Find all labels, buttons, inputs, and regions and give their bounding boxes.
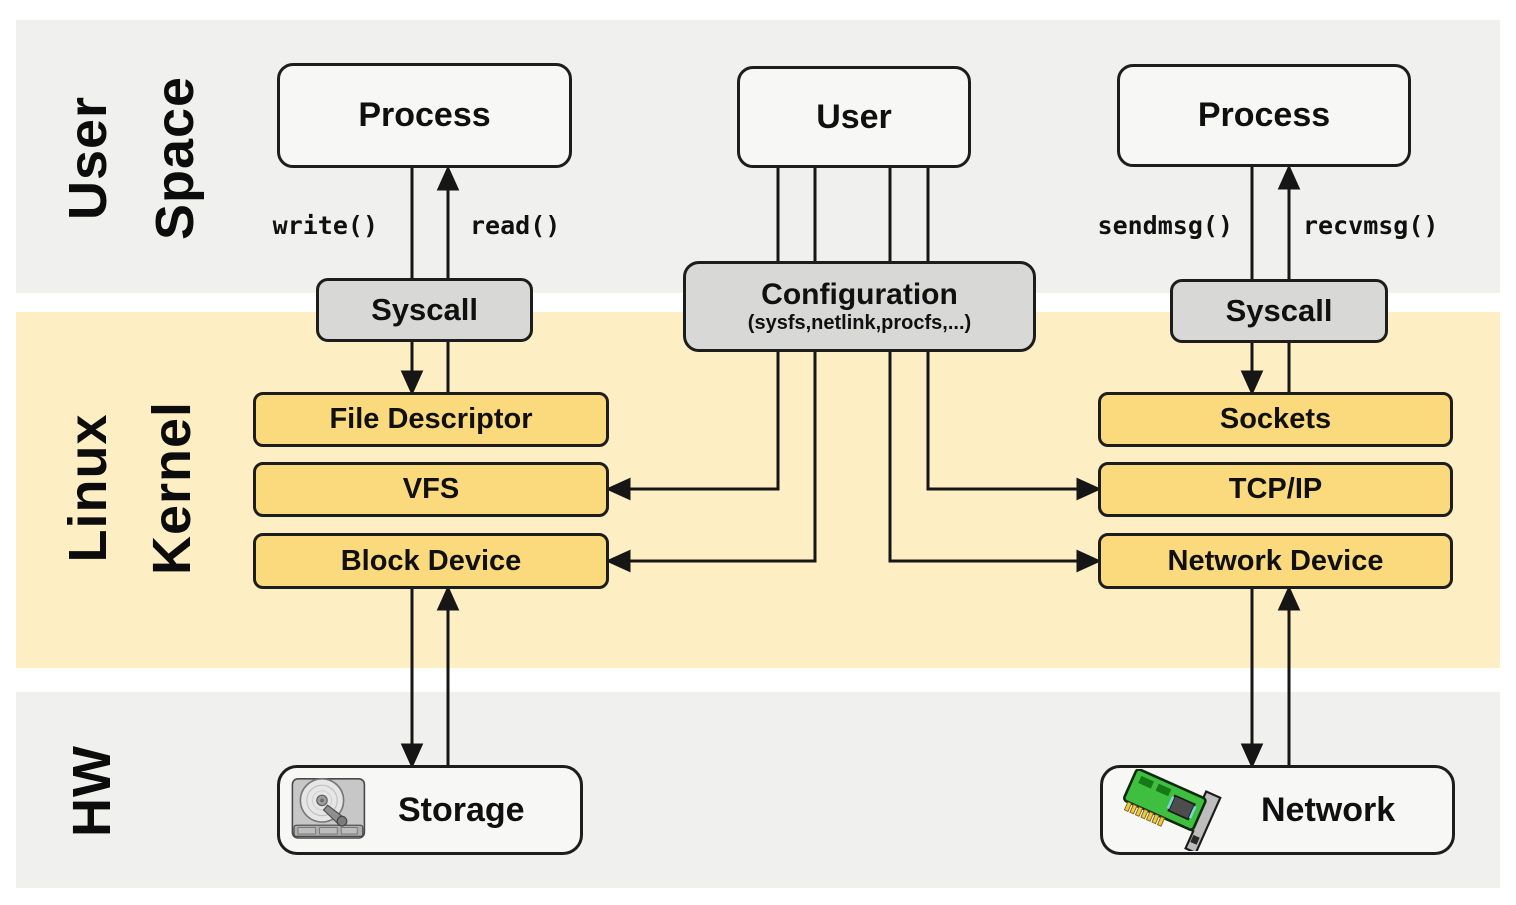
configuration-title: Configuration <box>761 277 958 311</box>
sockets-box: Sockets <box>1098 392 1453 447</box>
configuration-box: Configuration (sysfs,netlink,procfs,...) <box>683 261 1036 352</box>
network-interface-card-icon <box>1117 769 1229 851</box>
process-right-box: Process <box>1117 64 1411 167</box>
syscall-left-box: Syscall <box>316 278 533 342</box>
process-left-box: Process <box>277 63 572 168</box>
file-descriptor-box: File Descriptor <box>253 392 609 447</box>
hard-disk-drive-icon <box>290 774 370 846</box>
user-box: User <box>737 66 971 168</box>
syscall-right-box: Syscall <box>1170 279 1388 343</box>
sendmsg-call-label: sendmsg() <box>1097 211 1233 240</box>
storage-box: Storage <box>277 765 583 855</box>
storage-label: Storage <box>398 790 525 829</box>
configuration-subtitle: (sysfs,netlink,procfs,...) <box>747 312 972 335</box>
write-call-label: write() <box>272 211 378 240</box>
tcpip-box: TCP/IP <box>1098 462 1453 517</box>
linux-kernel-label-word1: Linux <box>58 413 118 563</box>
hardware-label: HW <box>62 745 122 837</box>
linux-kernel-label-word2: Kernel <box>142 400 202 576</box>
recvmsg-call-label: recvmsg() <box>1303 211 1439 240</box>
read-call-label: read() <box>470 211 561 240</box>
user-space-label-word1: User <box>58 95 118 221</box>
network-device-box: Network Device <box>1098 533 1453 589</box>
vfs-box: VFS <box>253 462 609 517</box>
block-device-box: Block Device <box>253 533 609 589</box>
network-box: Network <box>1100 765 1455 855</box>
user-space-label-word2: Space <box>145 75 205 241</box>
network-label: Network <box>1261 790 1396 829</box>
